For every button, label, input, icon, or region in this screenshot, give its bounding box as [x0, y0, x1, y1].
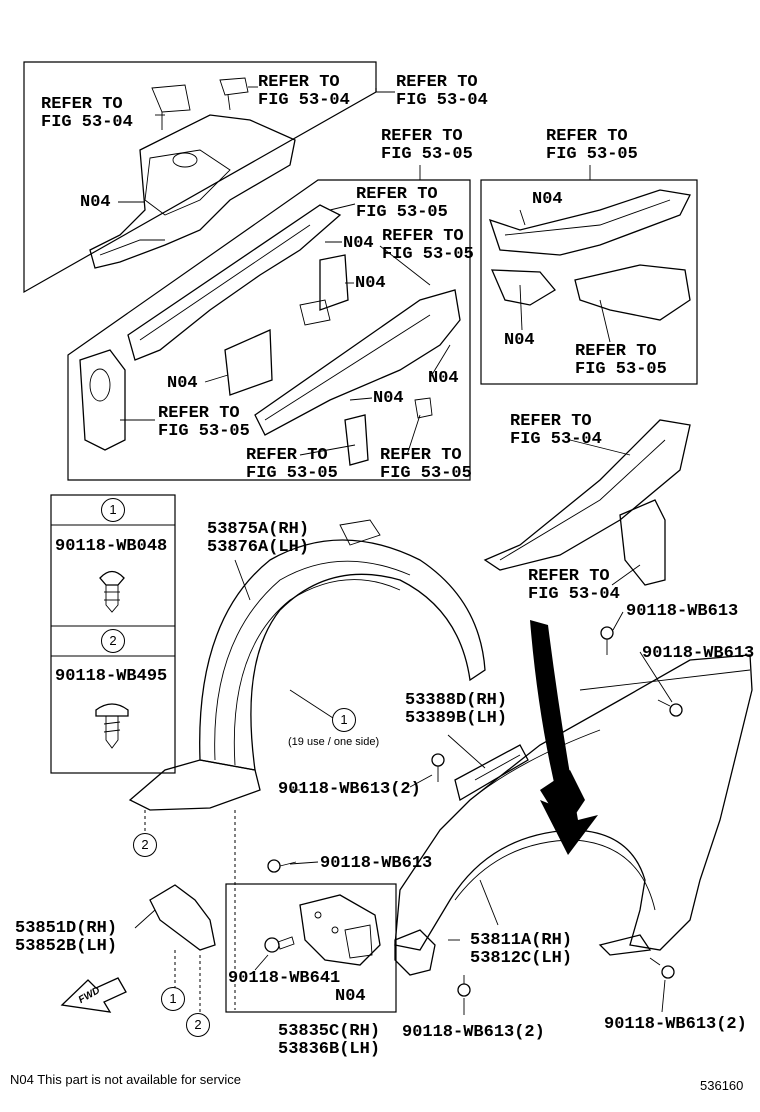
fender-part-number[interactable]: 53811A(RH) 53812C(LH)	[470, 931, 573, 968]
bolt-upper-1	[600, 626, 614, 655]
refer-fig-53-05-label-c[interactable]: REFER TO FIG 53-05	[356, 185, 448, 222]
n04-label-a: N04	[80, 193, 111, 212]
service-note: N04 This part is not available for servi…	[10, 1072, 241, 1087]
arrow-head-block	[540, 770, 585, 830]
legend-part-2[interactable]: 90118-WB495	[55, 667, 168, 686]
refer-fig-53-05-label-h[interactable]: REFER TO FIG 53-05	[380, 446, 472, 483]
n04-label-i: N04	[335, 987, 366, 1006]
n04-label-h: N04	[373, 389, 404, 408]
seal-part-number[interactable]: 53388D(RH) 53389B(LH)	[405, 691, 508, 728]
clip-use-note: (19 use / one side)	[288, 736, 380, 748]
fender-liner-part	[128, 519, 486, 811]
refer-fig-53-05-label-b[interactable]: REFER TO FIG 53-05	[546, 127, 638, 164]
bolt-lower-2	[457, 975, 471, 997]
bracket-box-part-number[interactable]: 53835C(RH) 53836B(LH)	[278, 1022, 381, 1059]
bolt-wb613-label-b[interactable]: 90118-WB613	[642, 644, 755, 663]
screw-icon-2	[95, 703, 129, 749]
legend-box	[50, 494, 176, 774]
clip-ref-circle-1: 1	[332, 708, 356, 732]
liner-part-number[interactable]: 53875A(RH) 53876A(LH)	[207, 520, 310, 557]
fwd-arrow	[60, 977, 127, 1013]
bolt-lower-3	[649, 957, 675, 979]
clip-icon-1	[99, 570, 125, 613]
n04-label-d: N04	[355, 274, 386, 293]
legend-circle-2: 2	[101, 629, 125, 653]
bolt-wb641	[264, 936, 295, 953]
n04-label-f: N04	[167, 374, 198, 393]
bolt-lower-1	[267, 859, 297, 873]
refer-fig-53-04-label-a[interactable]: REFER TO FIG 53-04	[258, 73, 350, 110]
refer-fig-53-04-label-c[interactable]: REFER TO FIG 53-04	[41, 95, 133, 132]
refer-fig-53-04-label-d[interactable]: REFER TO FIG 53-04	[510, 412, 602, 449]
assembly-arrow	[530, 620, 598, 855]
right-group-box	[480, 179, 698, 385]
bolt-wb613-label-c[interactable]: 90118-WB613	[320, 854, 433, 873]
n04-label-c: N04	[343, 234, 374, 253]
lower-bracket-part	[149, 884, 216, 951]
upper-apron-part	[89, 77, 296, 269]
bolt-upper-2	[657, 699, 683, 717]
bolt-wb641-label[interactable]: 90118-WB641	[228, 969, 341, 988]
bolt-wb613-2-label-a[interactable]: 90118-WB613(2)	[278, 780, 421, 799]
clip-ref-circle-2b: 2	[186, 1013, 210, 1037]
n04-label-b: N04	[532, 190, 563, 209]
legend-circle-1: 1	[101, 498, 125, 522]
diagram-id: 536160	[700, 1078, 744, 1093]
lower-bracket-part-number[interactable]: 53851D(RH) 53852B(LH)	[15, 919, 118, 956]
refer-fig-53-05-label-f[interactable]: REFER TO FIG 53-05	[158, 404, 250, 441]
cowl-side-part	[483, 419, 691, 586]
bolt-wb613-2-label-c[interactable]: 90118-WB613(2)	[604, 1015, 747, 1034]
right-group-parts	[488, 189, 691, 321]
refer-fig-53-05-label-d[interactable]: REFER TO FIG 53-05	[382, 227, 474, 264]
bolt-wb613-label-a[interactable]: 90118-WB613	[626, 602, 739, 621]
bolt-wb613-2-label-b[interactable]: 90118-WB613(2)	[402, 1023, 545, 1042]
refer-fig-53-05-label-e[interactable]: REFER TO FIG 53-05	[575, 342, 667, 379]
bracket-box	[225, 883, 397, 1013]
refer-fig-53-05-label-a[interactable]: REFER TO FIG 53-05	[381, 127, 473, 164]
refer-fig-53-05-label-g[interactable]: REFER TO FIG 53-05	[246, 446, 338, 483]
n04-label-e: N04	[504, 331, 535, 350]
side-member-parts	[79, 204, 461, 466]
n04-label-g: N04	[428, 369, 459, 388]
fender-seal-part	[454, 744, 529, 802]
side-member-group-box	[67, 179, 471, 481]
legend-part-1[interactable]: 90118-WB048	[55, 537, 168, 556]
clip-ref-circle-2a: 2	[133, 833, 157, 857]
clip-ref-circle-1b: 1	[161, 987, 185, 1011]
refer-fig-53-04-label-b[interactable]: REFER TO FIG 53-04	[396, 73, 488, 110]
bolt-seal	[431, 753, 445, 782]
fender-bracket-part	[299, 894, 381, 966]
refer-fig-53-04-label-e[interactable]: REFER TO FIG 53-04	[528, 567, 620, 604]
leader-lines	[118, 86, 673, 1015]
